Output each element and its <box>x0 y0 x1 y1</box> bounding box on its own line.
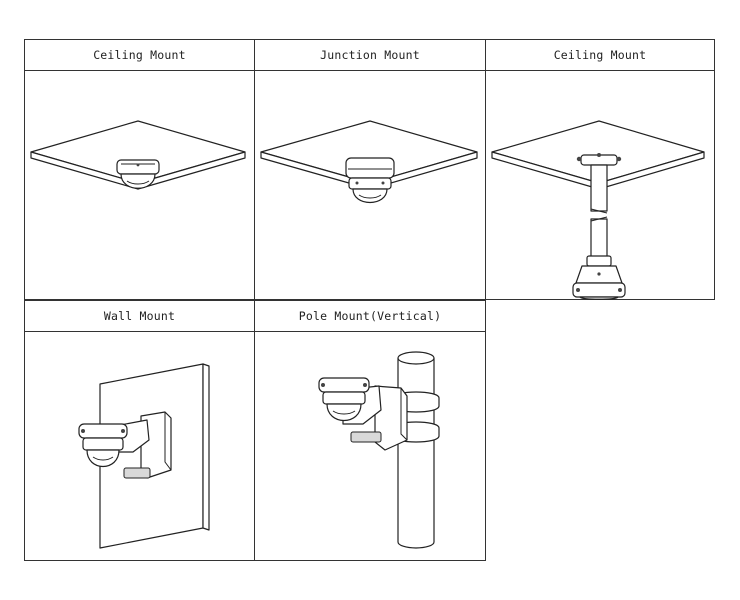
ceiling-mount-illustration <box>30 120 246 190</box>
mount-panel-ceiling: Ceiling Mount <box>24 39 255 300</box>
mount-panel-junction: Junction Mount <box>254 39 486 300</box>
pendant-mount-illustration <box>491 120 705 300</box>
pole-mount-illustration <box>318 351 440 549</box>
mount-title: Wall Mount <box>25 301 254 332</box>
mount-title: Junction Mount <box>255 40 485 71</box>
junction-mount-illustration <box>260 120 478 203</box>
mount-panel-pole-vertical: Pole Mount(Vertical) <box>254 300 486 561</box>
mount-title: Ceiling Mount <box>25 40 254 71</box>
wall-mount-illustration <box>78 363 210 549</box>
mount-title: Pole Mount(Vertical) <box>255 301 485 332</box>
mount-title: Ceiling Mount <box>486 40 714 71</box>
mount-panel-ceiling-pendant: Ceiling Mount <box>485 39 715 300</box>
mount-panel-wall: Wall Mount <box>24 300 255 561</box>
